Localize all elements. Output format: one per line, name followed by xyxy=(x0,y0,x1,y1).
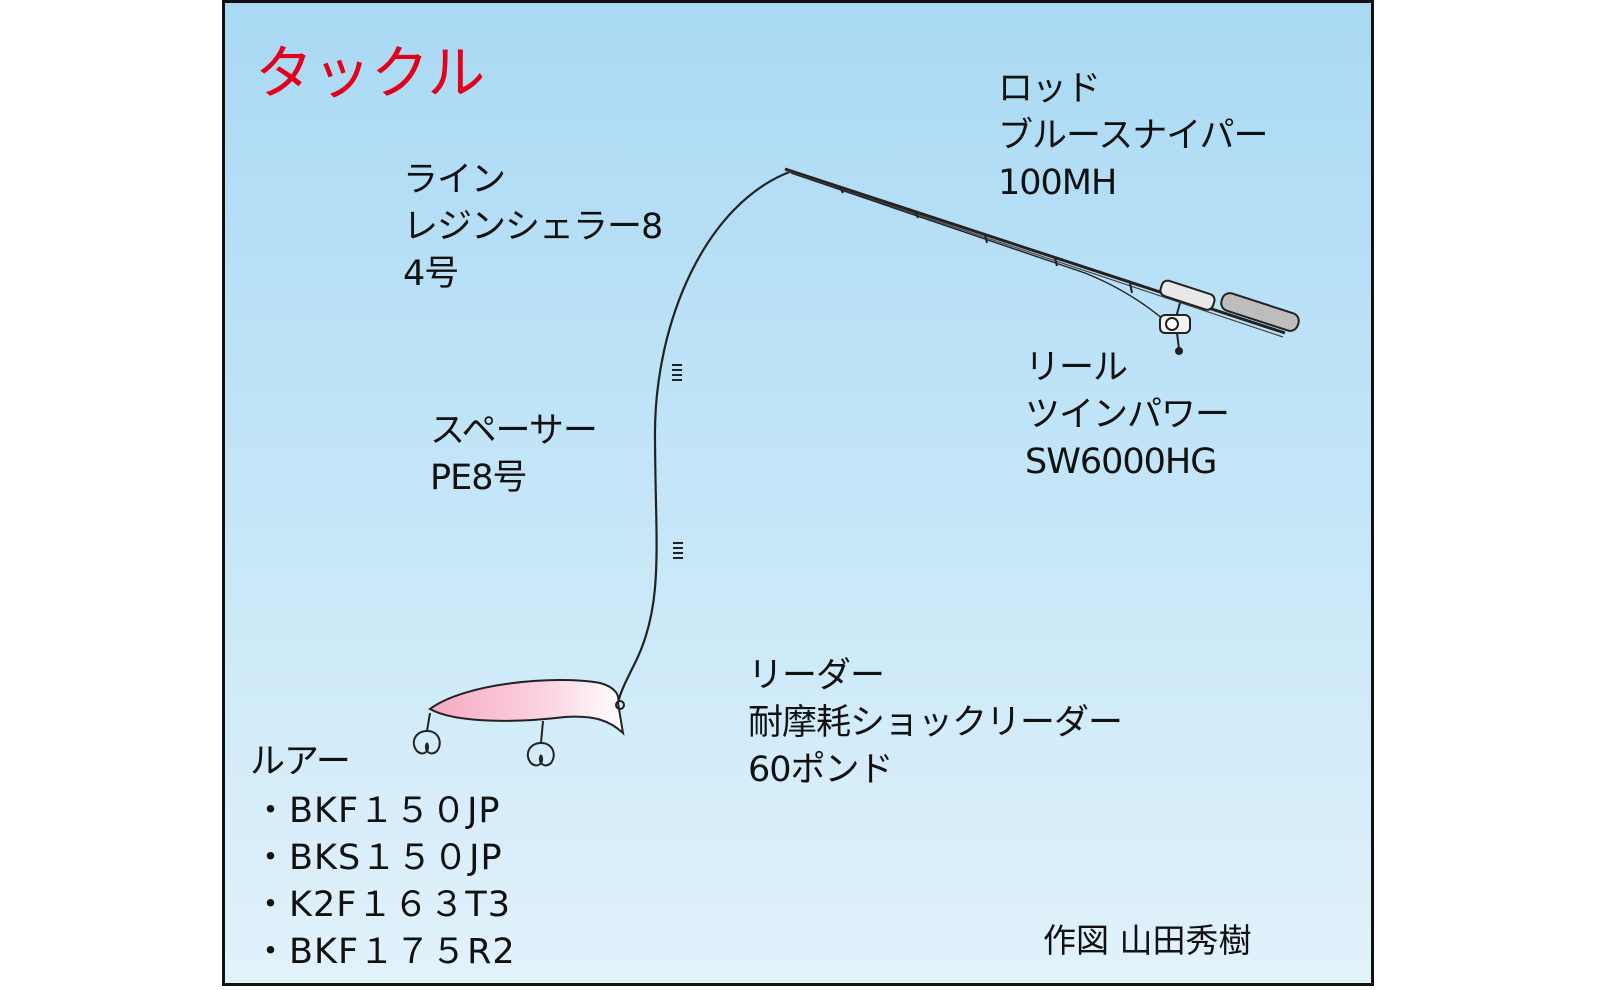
leader-strength: 60ポンド xyxy=(748,750,894,790)
line-heading: ライン xyxy=(403,160,506,200)
rod-heading: ロッド xyxy=(998,69,1101,109)
lure-model-item: ・BKF１５０JP xyxy=(253,791,501,831)
line-name: レジンシェラー8 xyxy=(403,207,663,247)
spacer-spec: PE8号 xyxy=(430,458,527,498)
spacer-heading: スペーサー xyxy=(430,411,598,451)
lure-model-item: ・BKS１５０JP xyxy=(253,838,503,878)
rod-label: ロッド ブルースナイパー 100MH xyxy=(998,66,1269,207)
line-size: 4号 xyxy=(403,254,459,294)
tackle-illustration xyxy=(412,167,1300,767)
fishing-rod xyxy=(784,167,1300,338)
line-knot-lower xyxy=(673,542,683,559)
lure-heading: ルアー xyxy=(250,742,351,782)
line-label: ライン レジンシェラー8 4号 xyxy=(403,157,663,298)
lure-model-item: ・BKF１７５R2 xyxy=(253,932,516,972)
lure-model-item: ・K2F１６３T3 xyxy=(253,885,511,925)
diagram-title: タックル xyxy=(255,39,486,107)
illustration-credit: 作図 山田秀樹 xyxy=(1043,921,1252,960)
leader-label: リーダー 耐摩耗ショックリーダー 60ポンド xyxy=(748,653,1123,794)
rod-model: 100MH xyxy=(998,163,1117,203)
reel-model: SW6000HG xyxy=(1025,442,1217,482)
leader-name: 耐摩耗ショックリーダー xyxy=(748,703,1123,743)
leader-heading: リーダー xyxy=(748,656,885,696)
spinning-reel xyxy=(1159,302,1191,355)
reel-heading: リール xyxy=(1025,348,1128,388)
reel-name: ツインパワー xyxy=(1025,395,1230,435)
line-knot-upper xyxy=(672,364,682,381)
rod-name: ブルースナイパー xyxy=(998,116,1269,156)
spacer-label: スペーサー PE8号 xyxy=(430,408,598,502)
fishing-line xyxy=(616,169,793,704)
lure-model-list: ・BKF１５０JP ・BKS１５０JP ・K2F１６３T3 ・BKF１７５R2 xyxy=(253,788,516,976)
reel-label: リール ツインパワー SW6000HG xyxy=(1025,345,1230,486)
tackle-diagram-panel: タックル ロッド ブルースナイパー 100MH ライン レジンシェラー8 4号 … xyxy=(222,0,1374,986)
minnow-lure xyxy=(412,679,625,767)
